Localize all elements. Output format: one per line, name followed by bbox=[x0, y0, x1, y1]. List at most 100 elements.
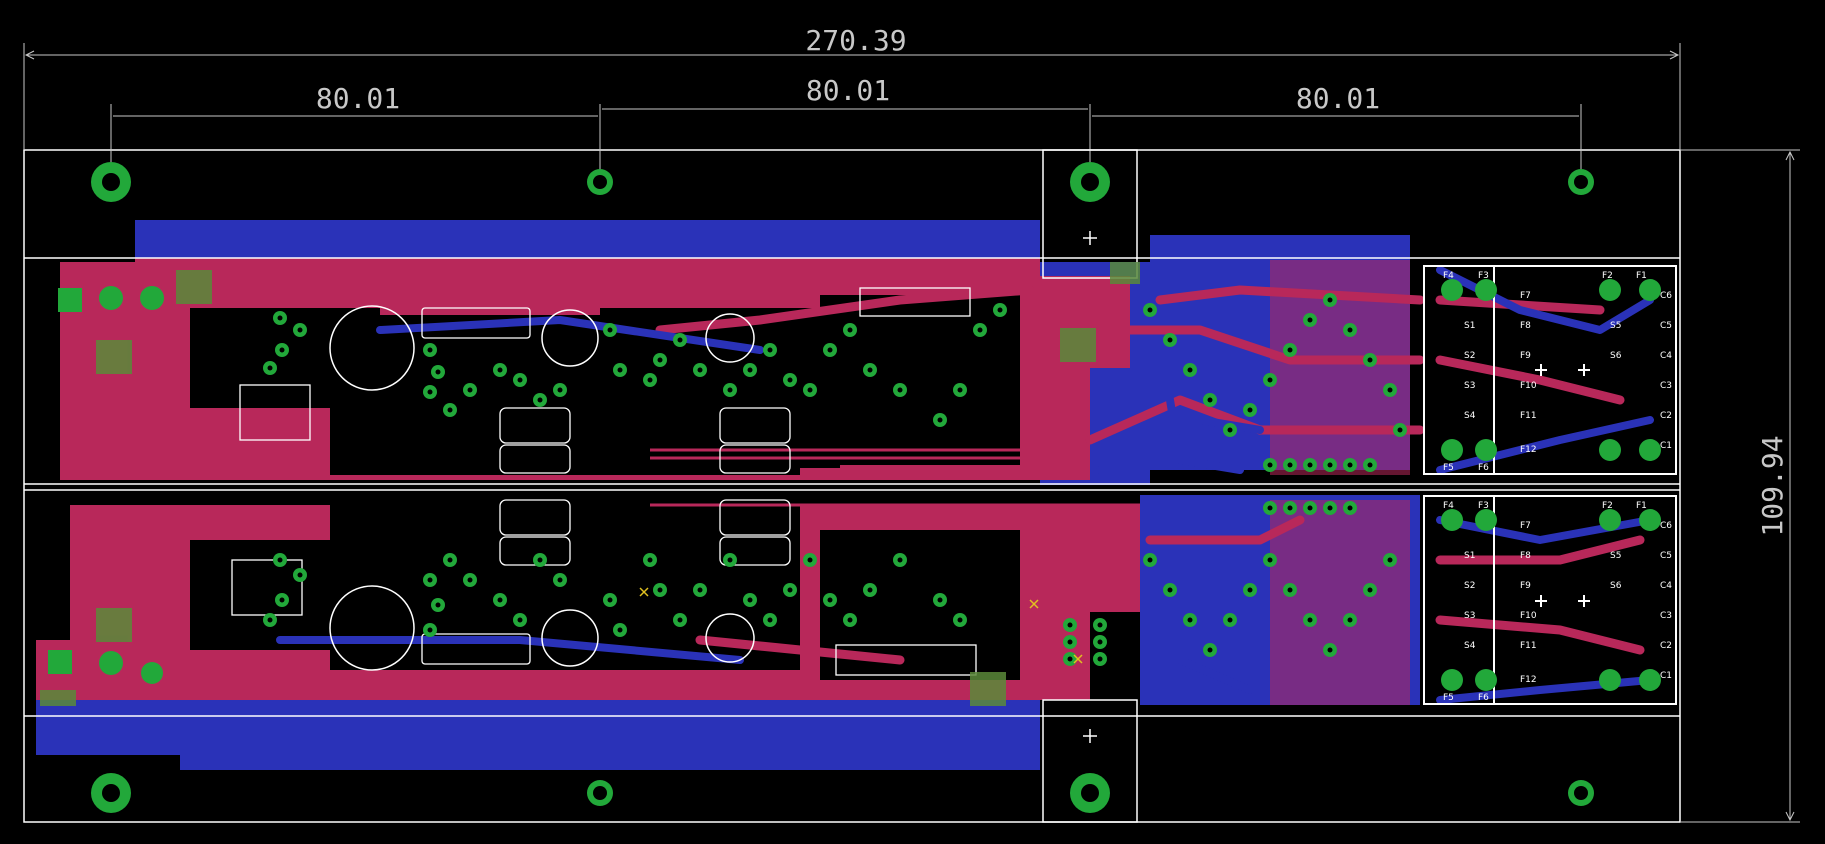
pad-drill bbox=[1247, 407, 1253, 413]
pad-drill bbox=[557, 387, 563, 393]
power-resistor[interactable] bbox=[719, 536, 791, 566]
power-resistor[interactable] bbox=[719, 407, 791, 444]
film-capacitor[interactable] bbox=[835, 644, 977, 676]
pin-label: S4 bbox=[1464, 641, 1476, 651]
film-capacitor[interactable] bbox=[421, 307, 531, 339]
pin-label: F11 bbox=[1520, 641, 1537, 651]
pad-drill bbox=[1327, 647, 1333, 653]
pad-drill bbox=[677, 617, 683, 623]
pad-drill bbox=[517, 377, 523, 383]
pad-drill bbox=[1207, 647, 1213, 653]
pin-label: F9 bbox=[1520, 351, 1531, 361]
input-pad-square[interactable] bbox=[58, 288, 82, 312]
speaker-connector-upper[interactable] bbox=[1423, 265, 1677, 475]
connector-pad[interactable] bbox=[1599, 509, 1621, 531]
pad-drill bbox=[747, 597, 753, 603]
input-pad-square[interactable] bbox=[48, 650, 72, 674]
pad-drill bbox=[607, 327, 613, 333]
spacing-1-label: 80.01 bbox=[316, 82, 400, 115]
pad-drill bbox=[1367, 357, 1373, 363]
connector-pin-labels: F4 F3 F2 F1 F7 F8 F9 F10 F11 F12 S1 S2 S… bbox=[1443, 271, 1672, 703]
pad-drill bbox=[727, 387, 733, 393]
pad-drill bbox=[1067, 639, 1073, 645]
capacitor[interactable] bbox=[329, 305, 415, 391]
film-capacitor[interactable] bbox=[859, 287, 971, 317]
pad-drill bbox=[897, 387, 903, 393]
connector-pad[interactable] bbox=[1441, 509, 1463, 531]
pad-drill bbox=[697, 587, 703, 593]
pin-label: F3 bbox=[1478, 501, 1489, 511]
speaker-connector-lower[interactable] bbox=[1423, 495, 1677, 705]
pad-drill bbox=[447, 557, 453, 563]
connector-pins[interactable] bbox=[1441, 279, 1661, 691]
capacitor[interactable] bbox=[329, 585, 415, 671]
connector-pad[interactable] bbox=[1475, 509, 1497, 531]
capacitor[interactable] bbox=[541, 309, 599, 367]
input-pad[interactable] bbox=[140, 286, 164, 310]
capacitor[interactable] bbox=[705, 613, 755, 663]
connector-pad[interactable] bbox=[1599, 439, 1621, 461]
connector-pad[interactable] bbox=[1441, 439, 1463, 461]
power-resistor[interactable] bbox=[719, 499, 791, 536]
connector-pad[interactable] bbox=[1441, 279, 1463, 301]
power-resistor[interactable] bbox=[499, 444, 571, 474]
connector-pad[interactable] bbox=[1441, 669, 1463, 691]
power-resistor[interactable] bbox=[499, 499, 571, 536]
pad-drill bbox=[897, 557, 903, 563]
pad-drill bbox=[517, 617, 523, 623]
pad-drill bbox=[1387, 557, 1393, 563]
regulator-lower[interactable] bbox=[1042, 699, 1138, 823]
input-pad[interactable] bbox=[99, 651, 123, 675]
output-connectors[interactable] bbox=[1423, 265, 1677, 705]
dimension-labels: 270.39 80.01 80.01 80.01 109.94 bbox=[316, 24, 1789, 537]
pad-drill bbox=[647, 377, 653, 383]
capacitors-large[interactable] bbox=[329, 305, 755, 671]
pad-drill bbox=[1097, 656, 1103, 662]
pad-drill bbox=[1147, 307, 1153, 313]
power-resistor[interactable] bbox=[499, 536, 571, 566]
power-resistor[interactable] bbox=[499, 407, 571, 444]
pin-label: F4 bbox=[1443, 501, 1454, 511]
pin-label: S6 bbox=[1610, 581, 1622, 591]
pad-drill bbox=[1167, 337, 1173, 343]
pad-drill bbox=[1187, 367, 1193, 373]
pad-drill bbox=[997, 307, 1003, 313]
pin-label: C5 bbox=[1660, 321, 1672, 331]
connector-pad[interactable] bbox=[1599, 669, 1621, 691]
capacitor[interactable] bbox=[705, 313, 755, 363]
connector-pad[interactable] bbox=[1639, 279, 1661, 301]
pin-label: C2 bbox=[1660, 411, 1672, 421]
power-resistor[interactable] bbox=[719, 444, 791, 474]
regulator-tabs[interactable] bbox=[1042, 149, 1138, 823]
regulator-upper[interactable] bbox=[1042, 149, 1138, 279]
pin-label: S2 bbox=[1464, 581, 1475, 591]
pad-drill bbox=[617, 367, 623, 373]
pin-label: F11 bbox=[1520, 411, 1537, 421]
thermal-patches bbox=[40, 262, 1140, 706]
pad-drill bbox=[1267, 557, 1273, 563]
component-pads[interactable] bbox=[263, 293, 1407, 666]
connector-pad[interactable] bbox=[1639, 669, 1661, 691]
pin-label: S3 bbox=[1464, 611, 1475, 621]
pad-drill bbox=[1327, 505, 1333, 511]
connector-header[interactable] bbox=[239, 384, 311, 441]
pad-drill bbox=[427, 577, 433, 583]
input-pads[interactable] bbox=[48, 286, 164, 684]
input-pad[interactable] bbox=[99, 286, 123, 310]
pin-label: S4 bbox=[1464, 411, 1476, 421]
connector-pad[interactable] bbox=[1475, 669, 1497, 691]
connector-pad[interactable] bbox=[1475, 279, 1497, 301]
connector-pad[interactable] bbox=[1475, 439, 1497, 461]
connector-pad[interactable] bbox=[1639, 439, 1661, 461]
film-capacitor[interactable] bbox=[421, 633, 531, 665]
pin-label: S3 bbox=[1464, 381, 1475, 391]
connector-pad[interactable] bbox=[1599, 279, 1621, 301]
mounting-holes[interactable] bbox=[91, 162, 1594, 813]
input-pad[interactable] bbox=[141, 662, 163, 684]
pad-drill bbox=[279, 597, 285, 603]
pad-drill bbox=[847, 617, 853, 623]
capacitor[interactable] bbox=[541, 609, 599, 667]
pad-drill bbox=[957, 387, 963, 393]
connector-pad[interactable] bbox=[1639, 509, 1661, 531]
